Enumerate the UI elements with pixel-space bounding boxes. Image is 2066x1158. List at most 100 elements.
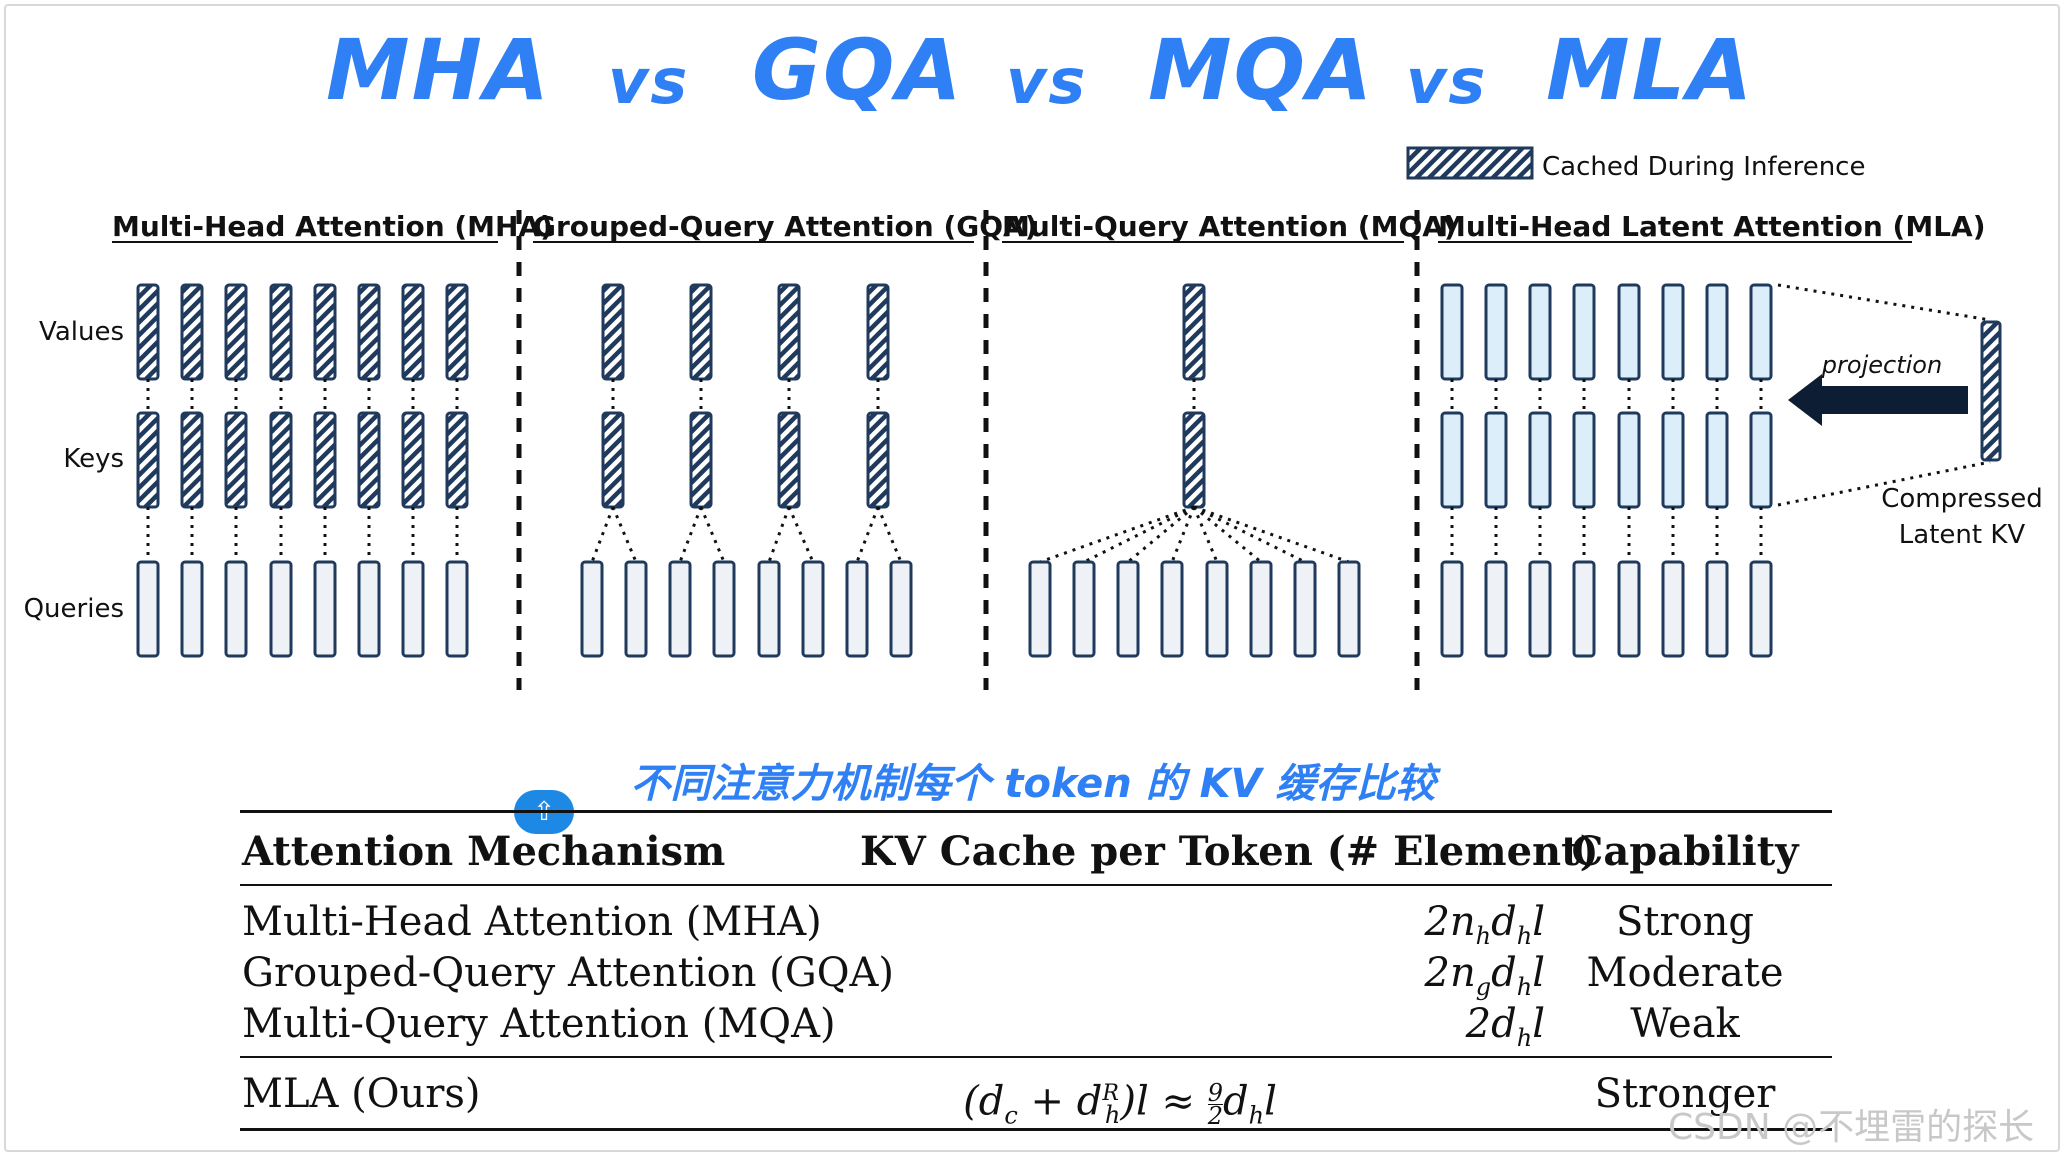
mqa-query-head bbox=[1249, 560, 1273, 658]
mha-value-head bbox=[224, 283, 248, 381]
mla-key-head bbox=[1705, 411, 1729, 509]
row-label-keys: Keys bbox=[63, 444, 124, 474]
row-label-values: Values bbox=[39, 317, 124, 347]
panel-title-mla: Multi-Head Latent Attention (MLA) bbox=[1438, 210, 1986, 243]
mla-key-head bbox=[1661, 411, 1685, 509]
mha-key-head bbox=[180, 411, 204, 509]
title-gqa: GQA bbox=[752, 21, 964, 119]
projection-label: projection bbox=[1821, 351, 1942, 379]
table-top-rule bbox=[240, 810, 1832, 813]
mha-key-head bbox=[313, 411, 337, 509]
row-capability: Stronger bbox=[1594, 1071, 1776, 1117]
mla-query-head bbox=[1661, 560, 1685, 658]
mha-query-head bbox=[445, 560, 469, 658]
mha-query-head bbox=[180, 560, 204, 658]
gqa-key-query-link bbox=[590, 506, 615, 563]
compressed-label-line2: Latent KV bbox=[1899, 520, 2026, 550]
mla-value-head bbox=[1617, 283, 1641, 381]
mha-value-head bbox=[401, 283, 425, 381]
panel-title-gqa: Grouped-Query Attention (GQA) bbox=[533, 210, 1038, 243]
row-mechanism: Multi-Query Attention (MQA) bbox=[242, 1001, 836, 1047]
title-mla: MLA bbox=[1546, 21, 1755, 119]
mla-value-head bbox=[1484, 283, 1508, 381]
mqa-key-query-link bbox=[1083, 505, 1195, 564]
table-header-rule bbox=[240, 884, 1832, 886]
mla-key-head bbox=[1617, 411, 1641, 509]
mla-key-head bbox=[1440, 411, 1464, 509]
compressed-latent-kv-bar bbox=[1980, 320, 2002, 462]
gqa-value-head bbox=[866, 283, 890, 381]
header-kv-cache: KV Cache per Token (# Element) bbox=[860, 828, 1599, 875]
table-mid-rule bbox=[240, 1056, 1832, 1058]
mqa-value-head bbox=[1182, 283, 1206, 381]
mla-query-head bbox=[1484, 560, 1508, 658]
mqa-key-query-link bbox=[1170, 506, 1196, 563]
mla-key-head bbox=[1484, 411, 1508, 509]
mla-value-head bbox=[1705, 283, 1729, 381]
mha-query-head bbox=[357, 560, 381, 658]
title-mqa: MQA bbox=[1148, 21, 1375, 119]
row-capability: Strong bbox=[1615, 899, 1755, 945]
mha-value-head bbox=[445, 283, 469, 381]
mha-query-head bbox=[401, 560, 425, 658]
gqa-key-query-link bbox=[611, 506, 638, 563]
mla-query-head bbox=[1440, 560, 1464, 658]
row-mechanism: Grouped-Query Attention (GQA) bbox=[242, 950, 895, 996]
mla-key-head bbox=[1749, 411, 1773, 509]
mqa-key-query-link bbox=[1193, 505, 1350, 564]
mla-key-head bbox=[1572, 411, 1596, 509]
gqa-query-head bbox=[668, 560, 692, 658]
gqa-key-query-link bbox=[855, 506, 880, 563]
title-vs-1: vs bbox=[608, 45, 690, 118]
title-vs-3: vs bbox=[1406, 45, 1488, 118]
row-label-queries: Queries bbox=[24, 594, 124, 624]
header-mechanism: Attention Mechanism bbox=[242, 828, 726, 875]
gqa-key-head bbox=[689, 411, 713, 509]
gqa-query-head bbox=[624, 560, 648, 658]
mqa-query-head bbox=[1160, 560, 1184, 658]
gqa-key-query-link bbox=[876, 506, 903, 563]
head-bars-group bbox=[136, 283, 1773, 658]
gqa-query-head bbox=[712, 560, 736, 658]
header-capability: Capability bbox=[1571, 828, 1799, 875]
row-kv-cache: 2dhl bbox=[1465, 1001, 1545, 1052]
gqa-key-head bbox=[601, 411, 625, 509]
compressed-label-line1: Compressed bbox=[1881, 484, 2043, 514]
gqa-value-head bbox=[777, 283, 801, 381]
mqa-query-head bbox=[1072, 560, 1096, 658]
mha-value-head bbox=[357, 283, 381, 381]
mha-value-head bbox=[269, 283, 293, 381]
mla-projection-line-top bbox=[1777, 283, 1991, 322]
mla-query-head bbox=[1528, 560, 1552, 658]
mha-query-head bbox=[269, 560, 293, 658]
gqa-query-head bbox=[845, 560, 869, 658]
mha-key-head bbox=[136, 411, 160, 509]
gqa-query-head bbox=[757, 560, 781, 658]
gqa-key-query-link bbox=[787, 506, 815, 563]
title-mha: MHA bbox=[326, 21, 551, 119]
gqa-query-head bbox=[889, 560, 913, 658]
mla-value-head bbox=[1572, 283, 1596, 381]
mha-value-head bbox=[180, 283, 204, 381]
gqa-query-head bbox=[801, 560, 825, 658]
mla-query-head bbox=[1572, 560, 1596, 658]
legend-label: Cached During Inference bbox=[1542, 152, 1865, 182]
gqa-key-head bbox=[866, 411, 890, 509]
mla-query-head bbox=[1705, 560, 1729, 658]
page-frame bbox=[4, 4, 2060, 1152]
mla-projection-line-bottom bbox=[1777, 460, 1991, 507]
table-bottom-rule bbox=[240, 1128, 1832, 1131]
mla-value-head bbox=[1749, 283, 1773, 381]
attention-diagram: Cached During Inference Multi-Head Atten… bbox=[24, 146, 2043, 690]
mqa-key-query-link bbox=[1193, 505, 1306, 564]
mha-query-head bbox=[136, 560, 160, 658]
mha-query-head bbox=[313, 560, 337, 658]
mla-key-head bbox=[1528, 411, 1552, 509]
mqa-key-query-link bbox=[1192, 506, 1219, 563]
main-title: MHA vs GQA vs MQA vs MLA bbox=[0, 20, 2066, 120]
row-kv-cache: 2ngdhl bbox=[1424, 950, 1545, 1001]
gqa-value-head bbox=[689, 283, 713, 381]
mla-query-head bbox=[1749, 560, 1773, 658]
gqa-key-query-link bbox=[678, 506, 703, 563]
